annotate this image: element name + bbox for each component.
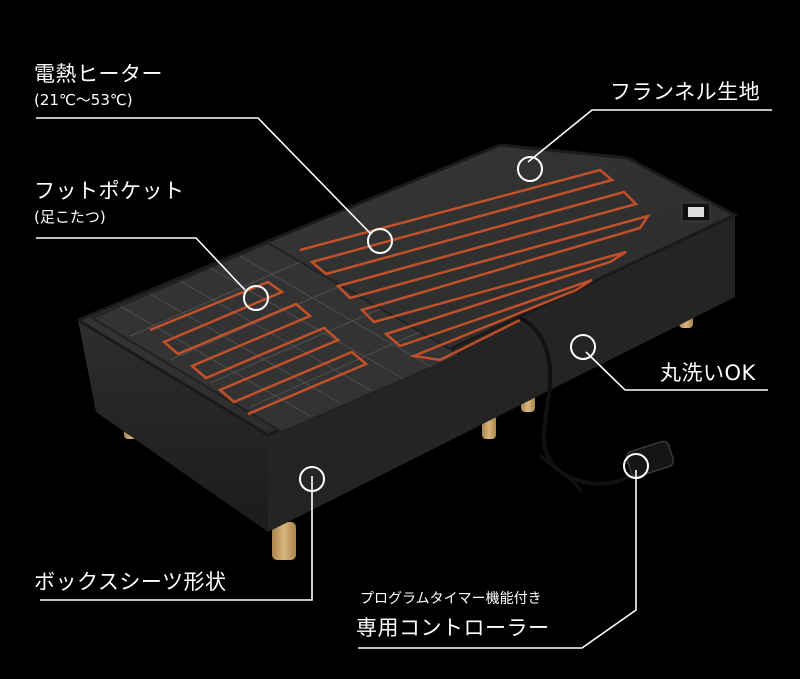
callout-markers (243, 156, 649, 492)
heater-wire (149, 168, 651, 416)
controller-cord (519, 316, 650, 493)
controller-label: 専用コントローラー (356, 616, 550, 640)
foot-pocket-note-label: (足こたつ) (34, 208, 106, 226)
heater-label: 電熱ヒーター (34, 62, 163, 86)
flannel-label: フランネル生地 (610, 80, 761, 104)
brand-tag (681, 202, 711, 222)
callout-lines (36, 109, 772, 649)
timer-note-label: プログラムタイマー機能付き (360, 591, 542, 607)
foot-pocket-label: フットポケット (34, 179, 185, 203)
heater-range-label: (21℃〜53℃) (34, 91, 133, 109)
box-sheet-label: ボックスシーツ形状 (34, 570, 227, 594)
controller-remote (625, 440, 675, 478)
washable-label: 丸洗いOK (660, 361, 756, 385)
